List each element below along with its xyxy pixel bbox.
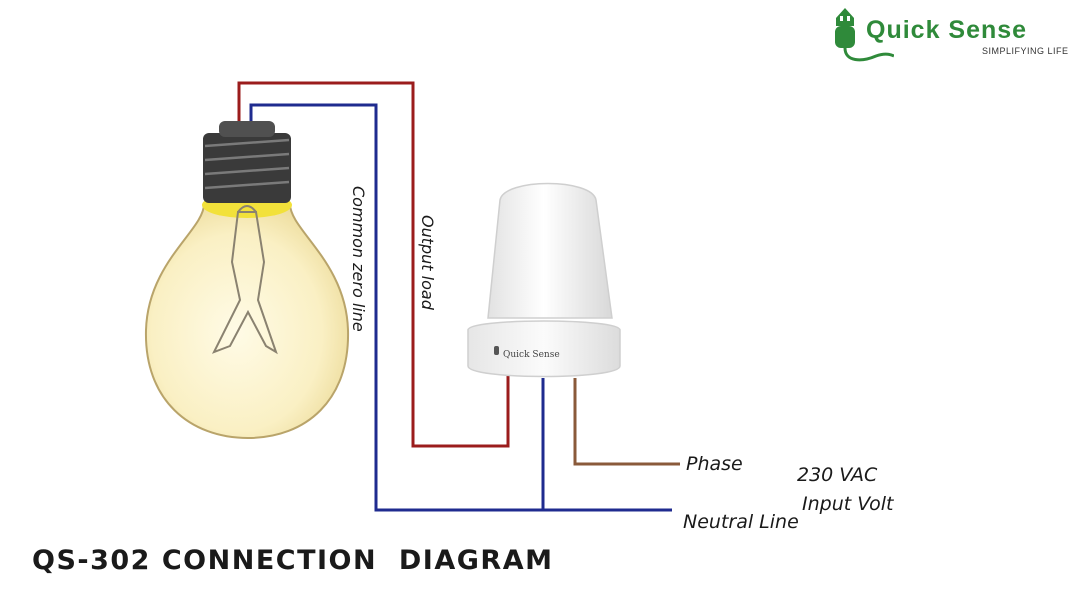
sensor-dome (487, 182, 613, 319)
common-zero-line-label: Common zero line (349, 186, 368, 332)
filament-wire (237, 205, 257, 213)
bulb-contact-cap (219, 121, 275, 137)
screw-threads (204, 138, 290, 190)
common-zero-wire (249, 103, 672, 512)
brand-name: Quick Sense (866, 16, 1028, 44)
plug-house-icon (835, 8, 894, 62)
phase-label: Phase (686, 453, 743, 475)
sensor-brand-label: Quick Sense (503, 350, 560, 360)
photo-sensor-device: Quick Sense (467, 182, 621, 378)
brand-tagline: SIMPLIFYING LIFE (982, 46, 1069, 56)
bulb-filament (211, 211, 278, 355)
brand-logo: Quick Sense SIMPLIFYING LIFE (832, 4, 1072, 66)
output-load-wire (237, 81, 510, 448)
sensor-logo-icon (494, 346, 499, 355)
input-voltage-label: 230 VAC (797, 464, 878, 486)
sensor-base (467, 320, 621, 378)
input-volt-label: Input Volt (802, 493, 895, 515)
light-bulb (144, 121, 350, 440)
neutral-line-label: Neutral Line (683, 511, 799, 533)
diagram-title: QS-302 CONNECTION DIAGRAM (32, 545, 554, 576)
bulb-glass (144, 203, 350, 440)
phase-wire (573, 378, 680, 466)
output-load-label: Output load (418, 215, 437, 311)
